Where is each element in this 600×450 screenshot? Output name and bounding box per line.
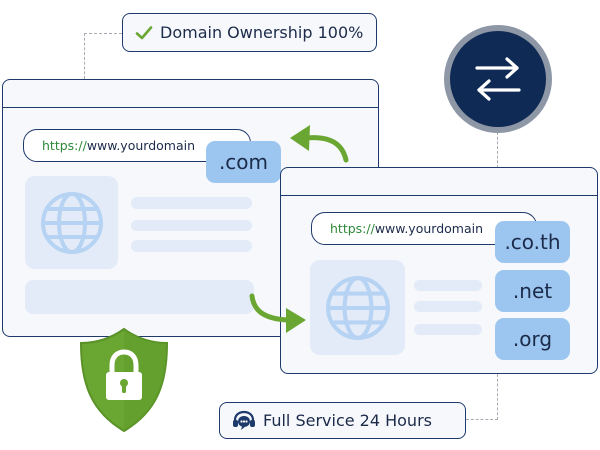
browser-left-urlbar[interactable]: https://www.yourdomain [23,129,251,162]
globe-icon [325,275,390,340]
url-protocol: https:// [42,138,87,153]
ownership-badge-label: Domain Ownership 100% [160,23,364,42]
placeholder-line [414,280,482,291]
browser-window-right: https://www.yourdomain .co.th .net .org [280,167,598,374]
connector-service [466,374,498,420]
browser-left-titlebar [3,80,378,108]
placeholder-line [414,301,482,312]
check-icon [135,25,153,39]
swap-arrows-icon [475,57,521,101]
connector-ownership [84,33,122,79]
headset-chat-icon [233,410,255,430]
tld-badge-org: .org [495,318,570,360]
placeholder-line [131,240,252,252]
service-badge: Full Service 24 Hours [219,402,466,439]
browser-right-titlebar [281,168,597,196]
curved-arrow-up-left-icon [290,125,349,163]
tld-badge-coth: .co.th [495,221,570,263]
ownership-badge: Domain Ownership 100% [122,13,377,52]
placeholder-line [414,324,482,335]
service-badge-label: Full Service 24 Hours [263,411,432,430]
globe-tile-right [310,260,405,355]
url-host: www.yourdomain [374,221,484,236]
tld-badge-net: .net [495,270,570,312]
shield-lock-icon [79,327,169,433]
transfer-icon-circle [444,25,552,133]
globe-icon [40,191,103,254]
placeholder-bar [25,280,254,314]
tld-badge-com: .com [206,141,281,183]
url-protocol: https:// [330,221,375,236]
placeholder-line [131,197,252,209]
connector-transfer [497,132,498,168]
curved-arrow-down-right-icon [249,293,306,333]
url-host: www.yourdomain [86,138,196,153]
globe-tile-left [25,176,118,269]
placeholder-line [131,220,252,231]
